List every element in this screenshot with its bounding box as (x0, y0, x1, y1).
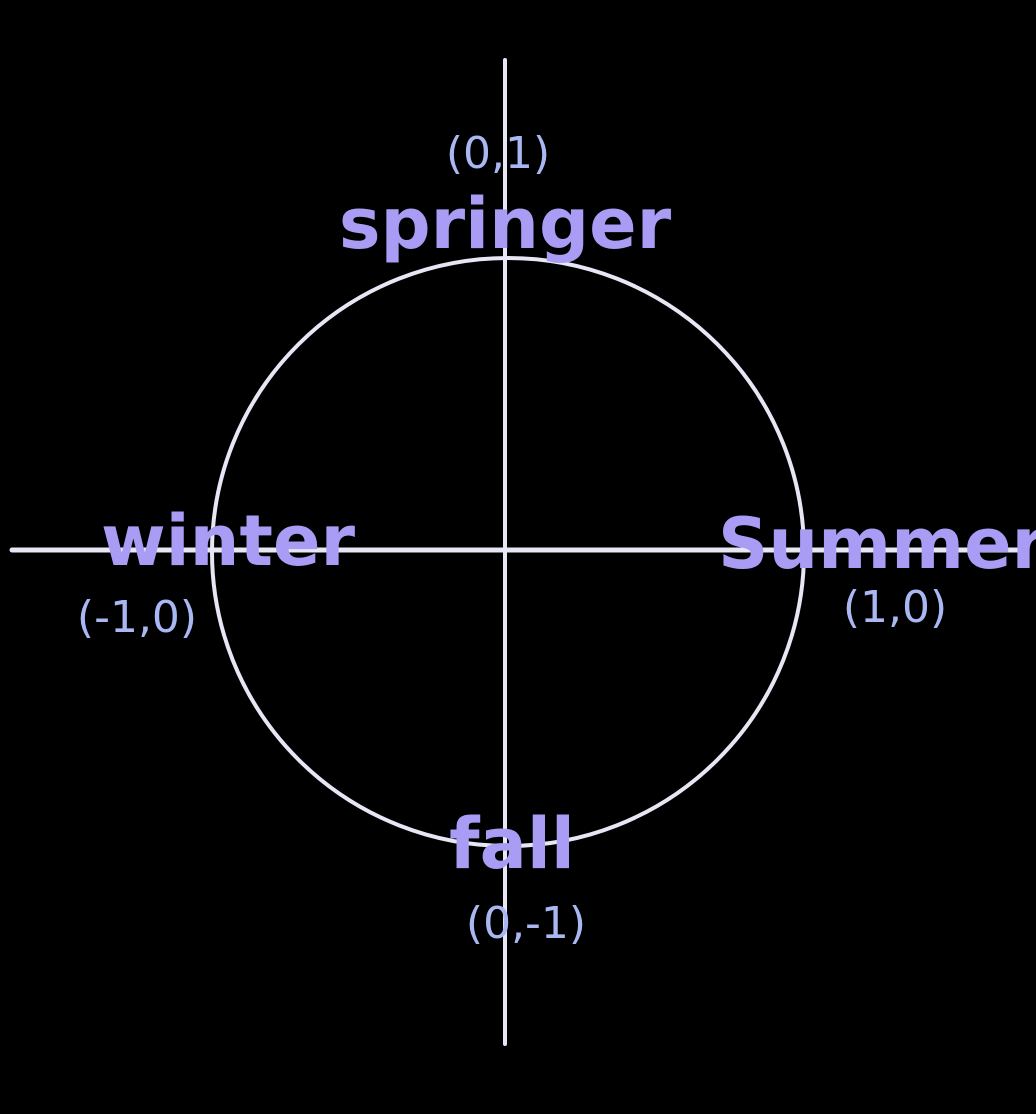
season-label-fall: fall (449, 803, 575, 885)
season-label-summer: Summer (718, 503, 1036, 585)
coord-label-bottom: (0,-1) (466, 898, 586, 949)
season-label-winter: winter (101, 500, 355, 582)
coord-label-left: (-1,0) (77, 592, 197, 643)
unit-circle (210, 256, 806, 848)
coord-label-right: (1,0) (843, 582, 947, 633)
coord-label-top: (0,1) (446, 128, 550, 179)
season-label-springer: springer (339, 183, 672, 265)
